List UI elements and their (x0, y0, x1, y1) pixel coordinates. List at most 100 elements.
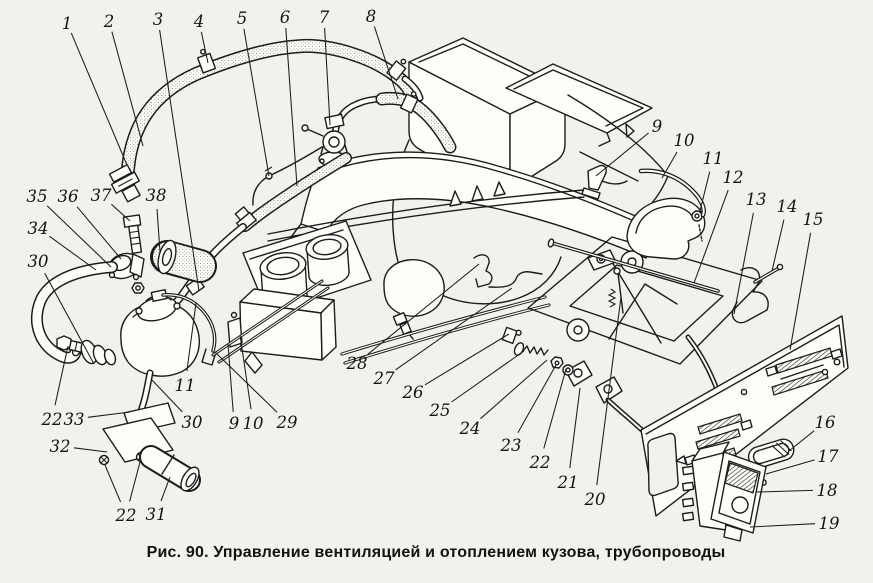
hose-clamp (196, 48, 217, 74)
leader-line-22 (54, 345, 69, 406)
callout-10: 10 (243, 414, 264, 433)
leader-line-4 (200, 31, 209, 64)
leader-line-27 (395, 287, 513, 371)
callout-31: 31 (146, 505, 167, 524)
callout-14: 14 (777, 197, 798, 216)
leader-line-17 (765, 459, 815, 475)
leader-line-7 (324, 27, 331, 126)
drawing (31, 37, 849, 542)
upper-tray (505, 63, 653, 147)
callout-6: 6 (280, 8, 291, 27)
leader-line-14 (771, 219, 785, 272)
collar-bolt (122, 214, 143, 255)
frame-rails (340, 295, 551, 365)
lower-box (227, 288, 337, 374)
leader-line-22 (104, 464, 122, 503)
leader-line-10 (661, 151, 678, 179)
leader-line-10 (239, 334, 252, 410)
leader-line-1 (70, 32, 128, 166)
figure-caption: Рис. 90. Управление вентиляцией и отопле… (147, 544, 726, 561)
insulating-sleeve (150, 239, 217, 283)
leader-line-29 (214, 351, 278, 413)
leader-line-8 (373, 26, 399, 100)
frame-arm (605, 334, 719, 434)
leader-line-20 (596, 296, 622, 486)
leader-line-30 (151, 379, 183, 413)
leader-line-3 (159, 29, 200, 292)
callout-28: 28 (346, 354, 368, 373)
leader-line-2 (111, 31, 144, 147)
leader-line-33 (87, 411, 131, 418)
curved-rod (638, 168, 707, 218)
leader-line-6 (285, 27, 298, 187)
frame-foot (565, 360, 623, 404)
leader-line-36 (76, 206, 122, 260)
callout-22: 22 (115, 506, 137, 525)
leader-line-11 (699, 171, 711, 212)
callout-38: 38 (146, 186, 167, 205)
leader-line-15 (789, 232, 812, 351)
hose-clamp (386, 58, 407, 81)
callout-35: 35 (27, 187, 48, 206)
callout-5: 5 (237, 9, 248, 28)
flange-gaskets (80, 339, 117, 366)
callout-29: 29 (276, 413, 298, 432)
switch-terminals (681, 465, 695, 522)
callout-30: 30 (182, 413, 203, 432)
leader-line-38 (156, 208, 161, 253)
callout-9: 9 (652, 117, 663, 136)
leader-line-24 (480, 359, 548, 420)
leader-line-18 (756, 489, 814, 493)
leader-line-22 (129, 461, 141, 502)
switch-tab (723, 524, 743, 542)
callout-26: 26 (402, 383, 424, 402)
long-rod (547, 238, 720, 293)
fastener-set (513, 342, 574, 376)
valve-lever (161, 293, 217, 353)
pivot-pin (607, 267, 624, 314)
callout-13: 13 (746, 190, 767, 209)
rocker-switch (681, 441, 767, 542)
leader-line-25 (451, 350, 525, 403)
callout-34: 34 (28, 219, 49, 238)
control-rods (211, 279, 330, 364)
short-rod (753, 263, 784, 284)
callout-22: 22 (41, 410, 63, 429)
callout-9: 9 (229, 414, 240, 433)
callout-24: 24 (459, 419, 481, 438)
callout-11: 11 (703, 149, 724, 168)
mounting-frame (513, 236, 763, 434)
heater-housing (383, 139, 562, 340)
leader-line-16 (788, 430, 815, 452)
callout-7: 7 (319, 8, 330, 27)
leader-line-34 (48, 235, 97, 271)
leader-line-22 (543, 368, 567, 449)
clamp-collar (107, 252, 145, 281)
air-cup-small (305, 234, 350, 287)
leader-line-28 (367, 263, 480, 355)
callout-20: 20 (584, 490, 606, 509)
leader-line-9 (227, 343, 234, 413)
hose-clamp (399, 91, 419, 114)
outlet-pipe (139, 445, 201, 492)
callout-27: 27 (373, 369, 395, 388)
heater-hose-upper (108, 38, 424, 203)
callout-19: 19 (819, 514, 840, 533)
callout-30: 30 (28, 252, 49, 271)
callout-25: 25 (429, 401, 451, 420)
callout-37: 37 (91, 186, 112, 205)
leader-line-21 (569, 387, 581, 469)
callout-18: 18 (817, 481, 838, 500)
water-valve (120, 288, 200, 377)
callout-36: 36 (58, 187, 79, 206)
collar-nut (131, 282, 145, 294)
callout-4: 4 (193, 12, 205, 31)
slider-knob (747, 438, 795, 469)
callout-8: 8 (366, 7, 377, 26)
leader-line-35 (46, 205, 112, 268)
leader-line-31 (160, 476, 171, 502)
leader-line-5 (243, 28, 270, 177)
